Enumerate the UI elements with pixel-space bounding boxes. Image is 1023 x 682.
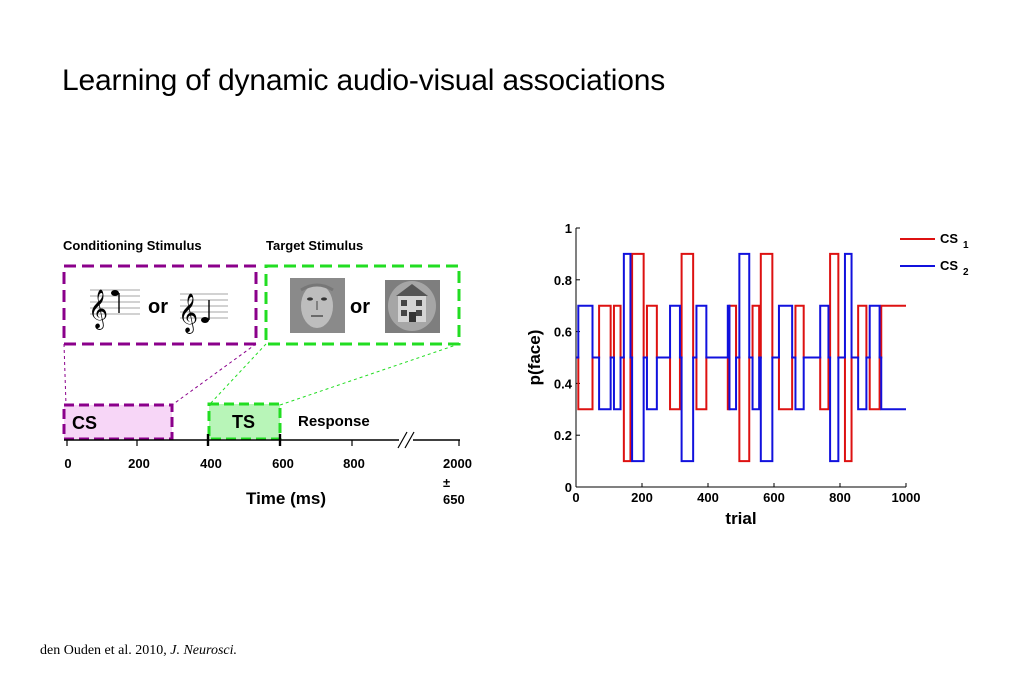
chart-lines xyxy=(576,252,906,463)
citation-authors: den Ouden et al. 2010, xyxy=(40,643,167,658)
chart-y-label: p(face) xyxy=(525,330,544,386)
x-tick-label: 1000 xyxy=(892,490,921,505)
legend-sub-cs1: 1 xyxy=(963,240,969,251)
time-tick-400: 400 xyxy=(200,456,222,471)
conditioning-stimulus-box xyxy=(62,264,258,346)
response-label: Response xyxy=(298,413,370,430)
ts-box xyxy=(207,402,282,441)
citation: den Ouden et al. 2010, J. Neurosci. xyxy=(40,643,237,659)
time-tick-end-jitter: 650 xyxy=(443,492,465,507)
or-text-2: or xyxy=(350,296,370,318)
legend-label-cs1: CS xyxy=(940,231,958,246)
x-tick-label: 600 xyxy=(763,490,785,505)
time-tick-200: 200 xyxy=(128,456,150,471)
x-tick-label: 800 xyxy=(829,490,851,505)
y-tick-label: 0.8 xyxy=(554,273,572,288)
series-line-cs2 xyxy=(576,252,906,463)
x-tick-label: 200 xyxy=(631,490,653,505)
y-tick-label: 1 xyxy=(565,221,572,236)
time-tick-end-pm: ± xyxy=(443,475,450,490)
citation-journal: J. Neurosci. xyxy=(170,643,237,658)
svg-text:𝄞: 𝄞 xyxy=(178,294,198,334)
face-image xyxy=(290,278,345,333)
or-text-1: or xyxy=(148,296,168,318)
time-tick-0: 0 xyxy=(64,456,71,471)
trial-diagram: Conditioning Stimulus Target Stimulus 𝄞 … xyxy=(62,238,472,508)
x-tick-label: 400 xyxy=(697,490,719,505)
x-tick-label: 0 xyxy=(572,490,579,505)
svg-text:𝄞: 𝄞 xyxy=(88,290,108,330)
house-image xyxy=(385,280,440,333)
music-note-low-icon: 𝄞 xyxy=(178,293,228,334)
axis-break-icon xyxy=(397,431,415,449)
time-tick-800: 800 xyxy=(343,456,365,471)
ts-label: TS xyxy=(232,412,255,432)
chart-x-label: trial xyxy=(725,509,756,528)
time-axis-label: Time (ms) xyxy=(246,489,326,508)
slide-title: Learning of dynamic audio-visual associa… xyxy=(62,64,666,97)
y-tick-label: 0.4 xyxy=(554,376,573,391)
target-stimulus-label: Target Stimulus xyxy=(266,238,363,253)
y-tick-label: 0.6 xyxy=(554,325,572,340)
y-tick-label: 0.2 xyxy=(554,428,572,443)
conditioning-stimulus-label: Conditioning Stimulus xyxy=(63,238,202,253)
music-note-high-icon: 𝄞 xyxy=(88,289,140,330)
cs-box xyxy=(62,403,174,441)
legend-label-cs2: CS xyxy=(940,258,958,273)
y-tick-label: 0 xyxy=(565,480,572,495)
time-tick-end: 2000 xyxy=(443,456,472,471)
time-tick-600: 600 xyxy=(272,456,294,471)
legend-sub-cs2: 2 xyxy=(963,267,969,278)
target-stimulus-box xyxy=(264,264,461,346)
cs-label: CS xyxy=(72,413,97,433)
